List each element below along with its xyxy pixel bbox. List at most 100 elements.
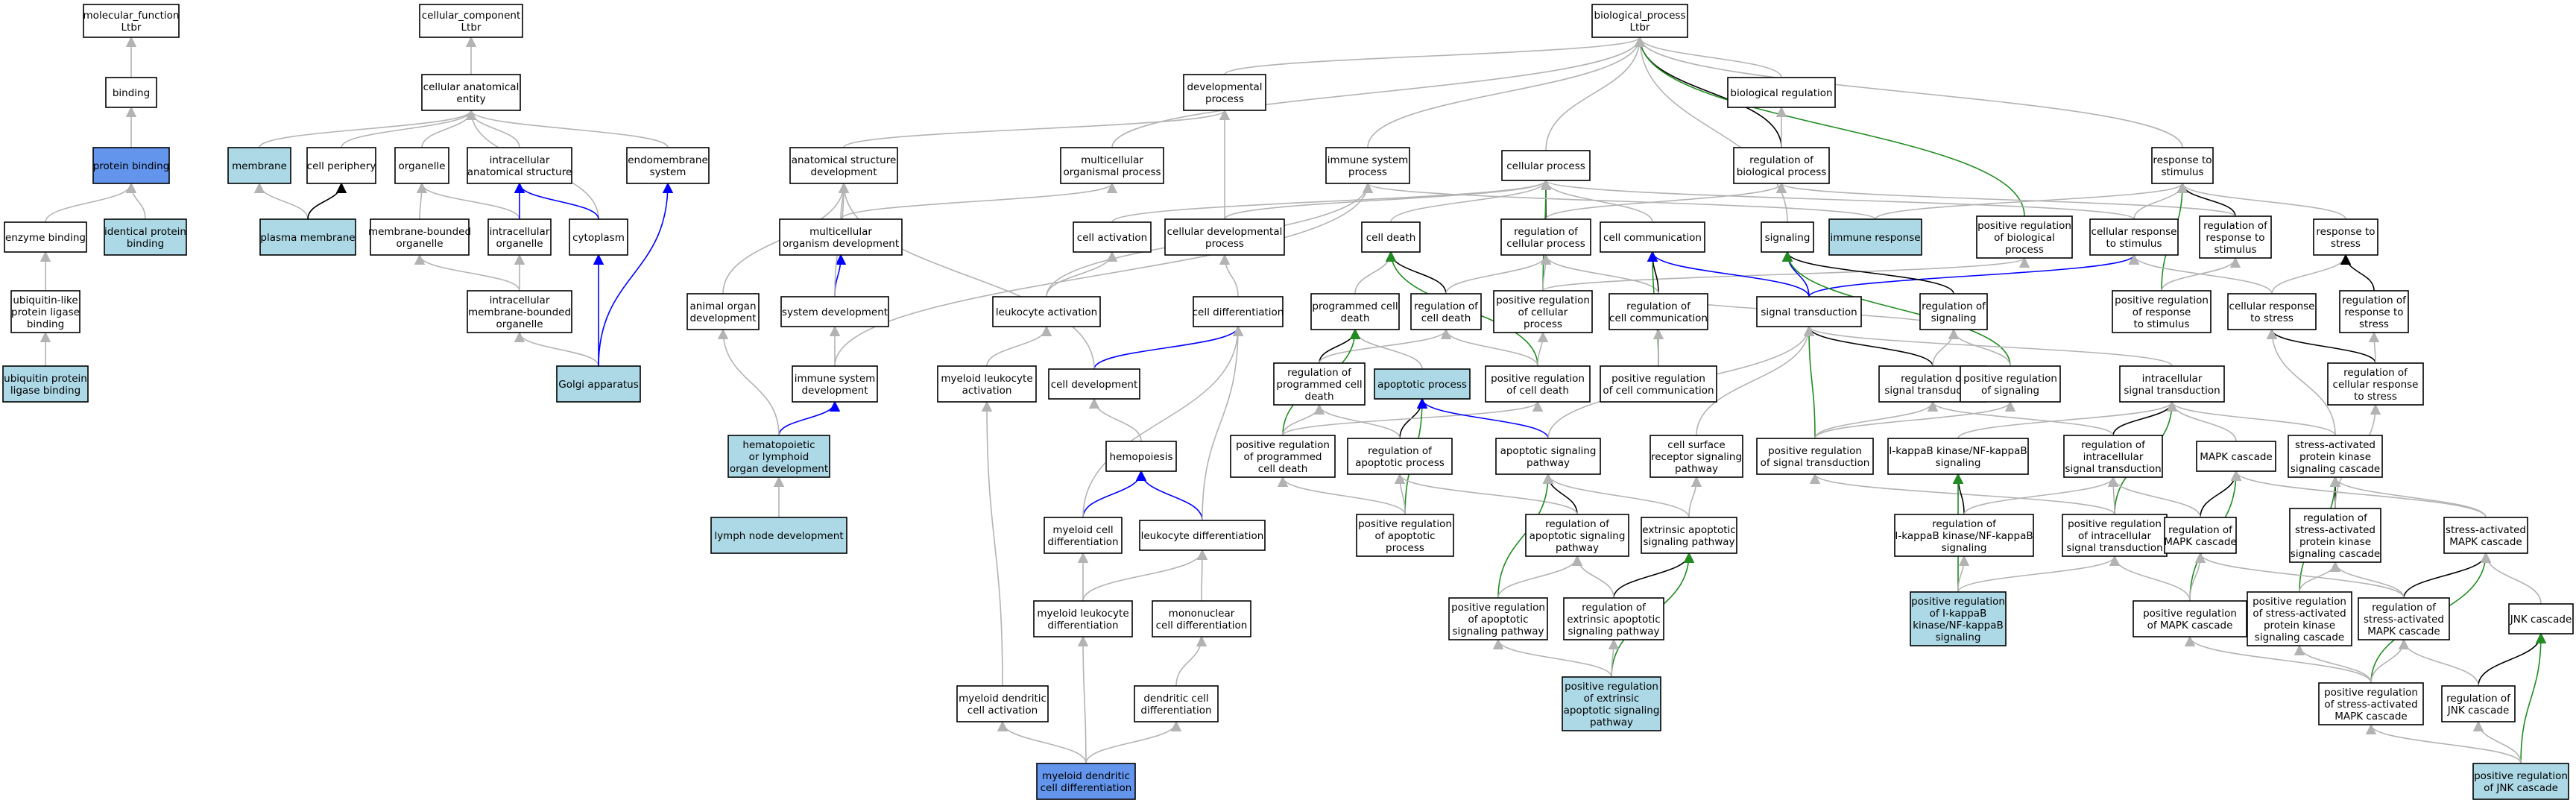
- go-term-node-leukocyte-activation[interactable]: leukocyte activation: [992, 296, 1101, 327]
- go-term-node-cell-activation[interactable]: cell activation: [1073, 221, 1152, 253]
- go-term-node-membrane[interactable]: membrane: [227, 147, 291, 184]
- go-term-node-cell-communication[interactable]: cell communication: [1600, 221, 1705, 253]
- go-term-node-signal-transduction[interactable]: signal transduction: [1756, 296, 1862, 327]
- go-term-node-leukocyte-differentiation[interactable]: leukocyte differentiation: [1139, 520, 1266, 551]
- go-term-node-mapk-cascade[interactable]: MAPK cascade: [2196, 441, 2276, 472]
- go-term-node-plasma-membrane[interactable]: plasma membrane: [259, 218, 356, 256]
- go-term-node-immune-response[interactable]: immune response: [1828, 218, 1922, 256]
- go-term-node-cellular-process[interactable]: cellular process: [1501, 150, 1591, 181]
- go-term-node-signaling[interactable]: signaling: [1761, 221, 1814, 253]
- go-term-node-biological-regulation[interactable]: biological regulation: [1727, 77, 1836, 108]
- go-term-node-cell-death[interactable]: cell death: [1361, 221, 1421, 253]
- go-term-node-cell-differentiation[interactable]: cell differentiation: [1193, 296, 1284, 327]
- go-term-node-enzyme-binding[interactable]: enzyme binding: [4, 221, 87, 253]
- go-term-node-cell-periphery[interactable]: cell periphery: [306, 147, 376, 184]
- go-term-node-cytoplasm[interactable]: cytoplasm: [569, 218, 628, 256]
- go-term-node-binding[interactable]: binding: [105, 77, 157, 108]
- go-term-node-golgi[interactable]: Golgi apparatus: [556, 365, 641, 403]
- go-term-node-apoptotic-process[interactable]: apoptotic process: [1374, 368, 1471, 400]
- go-term-node-jnk-cascade[interactable]: JNK cascade: [2508, 603, 2574, 634]
- go-term-node-lymph-node-development[interactable]: lymph node development: [710, 517, 847, 554]
- go-term-node-system-development[interactable]: system development: [780, 296, 889, 327]
- go-term-node-cell-development[interactable]: cell development: [1048, 368, 1140, 400]
- go-term-node-organelle[interactable]: organelle: [394, 147, 449, 184]
- go-term-node-regulation-of-ikappab-signaling[interactable]: regulation ofI-kappaB kinase/NF-kappaBsi…: [1894, 514, 2034, 557]
